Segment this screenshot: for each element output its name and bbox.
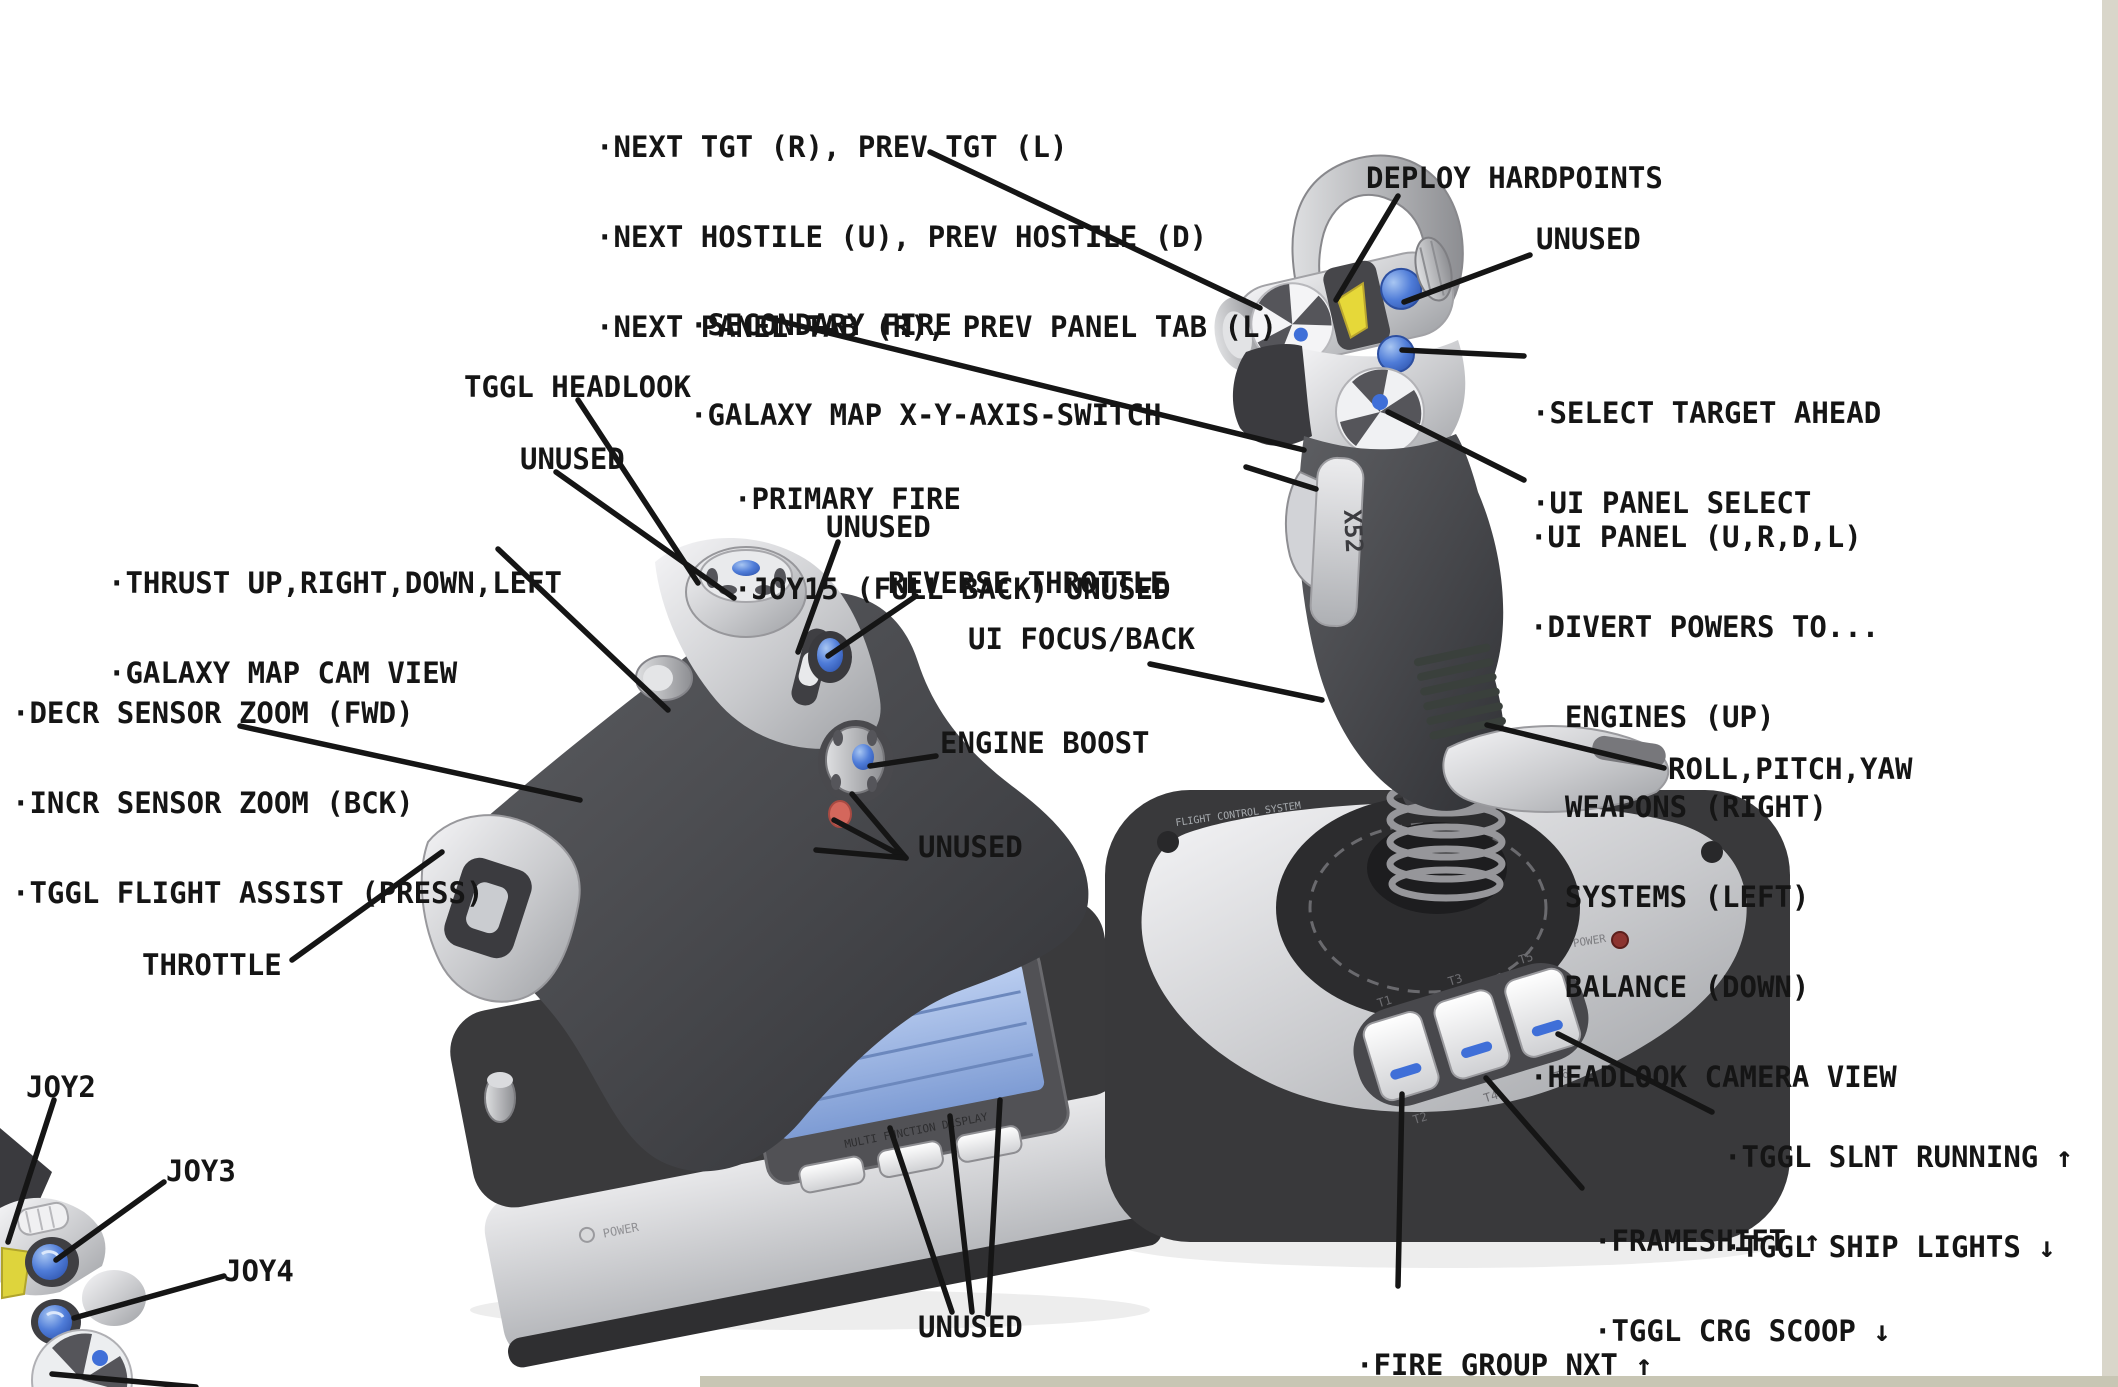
leader-fire-group xyxy=(1395,1091,1405,1289)
lower-hat-center-dot xyxy=(1372,394,1388,410)
label-unused-head: UNUSED xyxy=(826,510,931,544)
leader-corner-partial xyxy=(49,1371,199,1387)
leader-joy4 xyxy=(71,1273,227,1321)
handle-horn xyxy=(1291,154,1464,312)
leader-unused-side-1 xyxy=(849,791,909,861)
throttle-grip xyxy=(447,591,1089,1172)
label-ui-panel: ·UI PANEL (U,R,D,L) ·DIVERT POWERS TO...… xyxy=(1530,520,1897,1094)
joystick-unit-illustration: FLIGHT CONTROL SYSTEM T1 T3 T5 T2 T4 T6 xyxy=(1105,154,1790,1242)
pov-hat-center-dot xyxy=(1293,327,1308,342)
wrist-rest-pad xyxy=(1592,735,1666,768)
leader-select-target xyxy=(1399,347,1527,359)
throttle-base-lip xyxy=(507,1215,1162,1368)
label-primary-fire: ·PRIMARY FIRE ·JOY15 (FULL BACK) UNUSED xyxy=(734,482,1171,606)
label-unused-side: UNUSED xyxy=(918,830,1023,864)
base-screw-left xyxy=(1157,831,1179,853)
leader-joy3 xyxy=(53,1179,167,1263)
leader-frameshift xyxy=(1483,1075,1585,1191)
mfd-button-1 xyxy=(798,1155,866,1194)
engine-boost-button xyxy=(852,744,874,770)
throttle-unit-illustration: MULTI FUNCTION DISPLAY POWER Saitek X52 xyxy=(420,537,1162,1368)
toggle-label-t1: T1 xyxy=(1376,993,1394,1011)
label-unused-mfd: UNUSED xyxy=(918,1310,1023,1344)
leader-throttle xyxy=(289,849,445,963)
thumb-rest-ribs xyxy=(1413,643,1506,740)
gimbal-dial-ring xyxy=(1308,822,1548,994)
label-select-target: ·SELECT TARGET AHEAD ·UI PANEL SELECT xyxy=(1532,396,1882,520)
label-joy2: JOY2 xyxy=(26,1070,96,1104)
leader-tggl-headlook xyxy=(575,397,701,586)
label-reverse-throttle: REVERSE THROTTLE xyxy=(888,566,1168,600)
base-screw-right xyxy=(1701,841,1723,863)
label-engine-boost: ENGINE BOOST xyxy=(940,726,1150,760)
base-rotary-knob-cap xyxy=(487,1072,513,1088)
leader-deploy-hardpoints xyxy=(1333,193,1401,303)
label-silent-running: ·TGGL SLNT RUNNING ↑ ·TGGL SHIP LIGHTS ↓ xyxy=(1724,1140,2074,1264)
nose-pill xyxy=(466,882,509,934)
throttle-power-led xyxy=(578,1226,595,1243)
leader-unused-mfd-1 xyxy=(887,1125,955,1315)
label-sensor-zoom: ·DECR SENSOR ZOOM (FWD) ·INCR SENSOR ZOO… xyxy=(12,696,484,910)
leader-ui-panel xyxy=(1385,409,1527,483)
corner-yellow-trigger xyxy=(0,1246,32,1300)
leader-unused-side-2 xyxy=(831,817,909,861)
leader-reverse-throttle xyxy=(825,593,919,659)
mfd-button-3 xyxy=(955,1125,1023,1163)
leader-secondary-fire xyxy=(765,315,1307,453)
leader-roll-pitch-yaw xyxy=(1484,722,1667,771)
label-target-cycling: ·NEXT TGT (R), PREV TGT (L) ·NEXT HOSTIL… xyxy=(596,130,1277,344)
leader-target-cycling xyxy=(927,149,1263,311)
label-joy3: JOY3 xyxy=(166,1154,236,1188)
label-throttle: THROTTLE xyxy=(142,948,282,982)
label-frameshift: ·FRAMESHIFT ↑ ·TGGL CRG SCOOP ↓ xyxy=(1594,1224,1891,1348)
leader-lines xyxy=(5,149,1715,1387)
deploy-hardpoints-button xyxy=(1336,281,1369,339)
label-secondary-fire: ·SECONDARY FIRE ·GALAXY MAP X-Y-AXIS-SWI… xyxy=(690,308,1162,432)
leader-engine-boost xyxy=(867,753,939,769)
leader-unused-mfd-3 xyxy=(985,1097,1003,1317)
label-unused-dome: UNUSED xyxy=(520,442,625,476)
leader-unused-mfd-2 xyxy=(947,1113,975,1315)
toggle-label-t2: T2 xyxy=(1411,1109,1429,1127)
leader-unused-side-3 xyxy=(813,847,909,861)
label-unused-clutch: UNUSED xyxy=(1536,222,1641,256)
toggle-switch-t1-t2 xyxy=(1362,1011,1440,1102)
joystick-power-led xyxy=(1611,931,1629,949)
label-tggl-headlook: TGGL HEADLOOK xyxy=(464,370,691,404)
dome-hat-blue-center xyxy=(732,560,760,576)
corner-ridged-pill xyxy=(16,1201,70,1236)
leader-joy2 xyxy=(5,1097,57,1245)
label-ui-focus-back: UI FOCUS/BACK xyxy=(968,622,1195,656)
leader-silent-running xyxy=(1555,1031,1715,1115)
label-deploy-hardpoints: DEPLOY HARDPOINTS xyxy=(1366,161,1663,195)
pinkie-switch-area xyxy=(1232,344,1312,446)
mfd-button-2 xyxy=(877,1140,944,1179)
leader-unused-head xyxy=(795,539,841,655)
bottom-edge-strip xyxy=(700,1376,2118,1387)
leader-thrust xyxy=(495,546,671,713)
label-thrust: ·THRUST UP,RIGHT,DOWN,LEFT ·GALAXY MAP C… xyxy=(108,566,562,690)
toggle-label-t6: T6 xyxy=(1553,1066,1571,1084)
joy3-button xyxy=(32,1244,68,1280)
throttle-power-label: POWER xyxy=(602,1220,641,1241)
leader-ui-focus-back xyxy=(1147,661,1325,703)
leader-flight-assist xyxy=(237,723,583,803)
leader-unused-dome xyxy=(553,469,737,601)
grip-side-plate xyxy=(1309,456,1365,628)
toggle-label-t5: T5 xyxy=(1517,949,1535,967)
label-fire-group: ·FIRE GROUP NXT ↑ ·TGGL LNDG GEAR ↓ xyxy=(1356,1348,1653,1382)
joystick-x52-plate-text: X52 xyxy=(1338,509,1368,554)
toggle-label-t3: T3 xyxy=(1446,971,1464,989)
select-target-button xyxy=(1377,335,1415,373)
label-joy4: JOY4 xyxy=(224,1254,294,1288)
leader-primary-fire xyxy=(1243,464,1319,492)
corner-closeup-illustration xyxy=(0,1128,146,1387)
corner-hat-center-dot xyxy=(92,1350,108,1366)
toggle-switch-t3-t4 xyxy=(1433,989,1511,1080)
label-roll-pitch-yaw: ROLL,PITCH,YAW xyxy=(1668,752,1913,786)
leader-unused-clutch xyxy=(1401,252,1533,305)
joystick-power-label: POWER xyxy=(1572,932,1607,950)
right-edge-strip xyxy=(2102,0,2118,1387)
